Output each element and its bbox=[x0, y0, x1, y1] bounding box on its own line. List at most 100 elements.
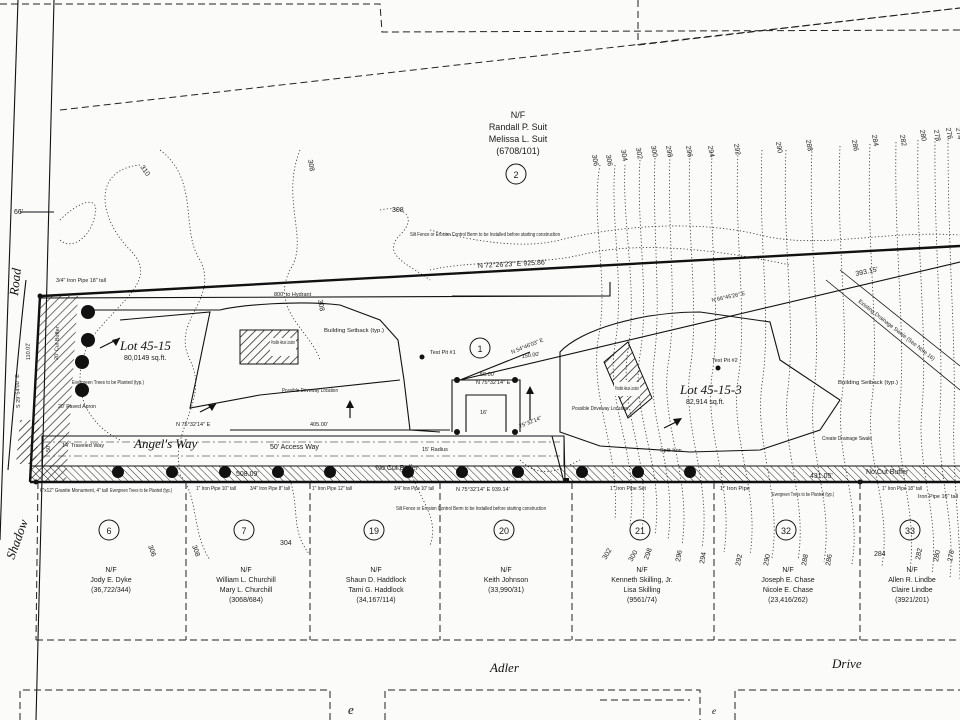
drainage-arrows bbox=[99, 337, 682, 429]
contour-label: 280 bbox=[933, 550, 942, 563]
lot-deed: (3068/684) bbox=[229, 597, 263, 604]
radius-label: 15' Radius bbox=[422, 447, 448, 453]
owner-name-2: Melissa L. Suit bbox=[489, 134, 548, 144]
lot-number-circle bbox=[493, 519, 515, 541]
lot-number-circle bbox=[505, 163, 527, 185]
lot-deed: (3921/201) bbox=[895, 597, 929, 604]
south-no-cut-buffer bbox=[30, 466, 960, 482]
south-lot-lines bbox=[35, 481, 960, 641]
contour-label: 282 bbox=[915, 548, 924, 561]
lot-owner2: Tami G. Haddlock bbox=[348, 587, 404, 594]
owner-nf: N/F bbox=[511, 110, 526, 120]
lot-owner1: Joseph E. Chase bbox=[761, 577, 814, 584]
contour-label: 290 bbox=[774, 141, 783, 154]
tree-icon bbox=[219, 466, 231, 478]
tree-icon bbox=[324, 466, 336, 478]
contour-label: 308 bbox=[190, 544, 201, 557]
contour-label: 294 bbox=[706, 145, 715, 158]
contour-label: 276 bbox=[944, 127, 953, 140]
dim-16: 16' bbox=[480, 410, 487, 416]
contour-label: 294 bbox=[699, 552, 708, 565]
lot-number-circle bbox=[363, 519, 385, 541]
tree-icon bbox=[81, 333, 95, 347]
tree-icon bbox=[112, 466, 124, 478]
lot-owner2: Nicole E. Chase bbox=[763, 587, 813, 594]
north-owner-block: N/F Randall P. Suit Melissa L. Suit (670… bbox=[489, 110, 548, 185]
lot-deed: (36,722/344) bbox=[91, 587, 131, 594]
corner-hatch bbox=[16, 420, 40, 464]
test-pit-label: Test Pit #1 bbox=[430, 350, 456, 356]
tree-icon bbox=[75, 355, 89, 369]
tree-icon bbox=[576, 466, 588, 478]
contour-label: 282 bbox=[898, 134, 907, 147]
contour-label: 284 bbox=[870, 134, 879, 147]
lot-number: 7 bbox=[241, 526, 246, 536]
cross-street-fragment: e bbox=[348, 702, 354, 717]
split-iron-label: Split Iron bbox=[660, 448, 682, 454]
lot-nf: N/F bbox=[240, 567, 251, 574]
contour-label: 302 bbox=[634, 147, 643, 160]
setback-label: Building Setback (typ.) bbox=[838, 380, 898, 386]
iron-pipe-label: Iron Pipe 16" tall bbox=[918, 494, 958, 500]
lot-deed: (34,167/114) bbox=[356, 597, 395, 604]
iron-pipe-label: 3/4" Iron Pipe 8" tall bbox=[250, 486, 290, 492]
bearing-south: N 75°32'14" E 939.14' bbox=[456, 487, 510, 493]
lot-nf: N/F bbox=[105, 567, 116, 574]
contour-label: 298 bbox=[643, 547, 654, 560]
iron-pipe-label: 1" Iron Pipe 18" tall bbox=[882, 486, 922, 492]
lot-number: 19 bbox=[369, 526, 379, 536]
contour-label: 308 bbox=[392, 207, 404, 214]
lot-nf: N/F bbox=[636, 567, 647, 574]
contour-label: 280 bbox=[918, 129, 927, 142]
silt-fence-note: Silt Fence or Erosion Control Berm to be… bbox=[396, 506, 546, 512]
contour-label: 300 bbox=[649, 145, 658, 158]
tree-icon bbox=[512, 466, 524, 478]
contour-label: 288 bbox=[801, 554, 810, 567]
lot-45-15-3-setback bbox=[559, 311, 841, 453]
lot-number-circle bbox=[899, 519, 921, 541]
lot-45-15-setback bbox=[90, 302, 450, 433]
drainage-label: Create Drainage Swale bbox=[822, 436, 872, 442]
access-way-label: 50' Access Way bbox=[270, 444, 319, 451]
lot-owner2: Lisa Skilling bbox=[624, 587, 661, 594]
lot-owner2: Mary L. Churchill bbox=[220, 587, 273, 594]
lot-number-circle bbox=[629, 519, 651, 541]
bearing-west-dist: 110.02' bbox=[25, 342, 32, 360]
lot-number: 21 bbox=[635, 526, 645, 536]
driveway-label: Possible Driveway Location bbox=[572, 406, 628, 412]
bearing-mid-dist: 393.15' bbox=[855, 266, 879, 278]
no-cut-label: No Cut Buffer bbox=[866, 469, 909, 476]
contour-label: 278 bbox=[932, 129, 941, 142]
lot-nf: N/F bbox=[500, 567, 511, 574]
cross-street-fragment-2: e bbox=[712, 706, 716, 716]
contour-label: 284 bbox=[874, 551, 886, 558]
contour-label: 300 bbox=[628, 549, 640, 563]
house-label: Possible House Location bbox=[271, 340, 295, 346]
house-label: Possible House Location bbox=[615, 386, 639, 392]
lot-number-circle bbox=[469, 337, 491, 359]
contour-label: 296 bbox=[675, 550, 684, 563]
lot-number: 33 bbox=[905, 526, 915, 536]
hydrant-label: 800' to Hydrant bbox=[274, 292, 312, 298]
lot-deed: (9561/74) bbox=[627, 597, 657, 604]
bearing-west-small: 50' bbox=[46, 445, 52, 452]
road-name-lower: Shadow bbox=[3, 517, 31, 561]
contour-label: 306 bbox=[146, 544, 157, 557]
tree-icon bbox=[456, 466, 468, 478]
contour-label: 278 bbox=[947, 550, 956, 563]
silt-fence-note: Silt Fence or Erosion Control Berm to be… bbox=[410, 232, 560, 238]
granite-label: 6"x12" Granite Monument, 4" tall bbox=[40, 488, 108, 494]
paved-apron-label: 20' Paved Apron bbox=[58, 404, 96, 410]
tree-icon bbox=[166, 466, 178, 478]
angels-way-label: Angel's Way bbox=[133, 436, 198, 451]
contour-label: 298 bbox=[664, 145, 673, 158]
contour-label: 306 bbox=[590, 154, 599, 167]
house-location-1: Possible House Location bbox=[239, 329, 299, 365]
evergreen-label: Evergreen Trees to be Planted (typ.) bbox=[72, 380, 144, 386]
lot-45-15-area: 80,0149 sq.ft. bbox=[124, 355, 166, 362]
